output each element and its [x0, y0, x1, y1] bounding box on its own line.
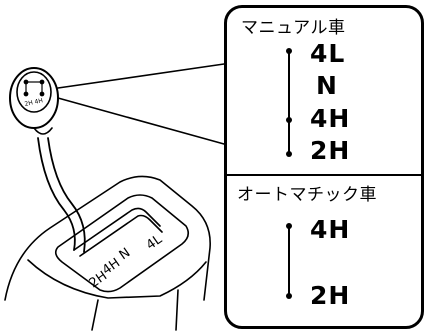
- shift-position-panel: マニュアル車 4L N 4H 2H オートマチック車 4H 2H: [224, 5, 424, 329]
- manual-position-4l: 4L: [310, 39, 346, 68]
- gear-pattern-icon: 2H 4H: [23, 79, 45, 108]
- automatic-rail-dot-top: [286, 223, 292, 229]
- section-divider: [227, 174, 421, 176]
- shift-gate-slot: [73, 207, 161, 251]
- manual-position-4h: 4H: [310, 104, 351, 133]
- svg-text:2H 4H: 2H 4H: [24, 97, 44, 108]
- automatic-position-4h: 4H: [310, 215, 351, 244]
- manual-position-rail: [288, 50, 290, 153]
- automatic-section-title: オートマチック車: [237, 185, 377, 205]
- lever-shaft: [37, 137, 76, 251]
- manual-position-n: N: [316, 71, 338, 100]
- manual-position-2h: 2H: [310, 136, 351, 165]
- leader-line-upper: [57, 63, 225, 89]
- manual-rail-dot-top: [286, 48, 292, 54]
- manual-rail-dot-bottom: [286, 151, 292, 157]
- automatic-rail-dot-bottom: [286, 293, 292, 299]
- automatic-position-rail: [288, 225, 290, 295]
- leader-line-lower: [57, 97, 225, 145]
- shift-gate-plate: [54, 194, 190, 293]
- manual-section-title: マニュアル車: [241, 18, 346, 38]
- automatic-position-2h: 2H: [310, 281, 351, 310]
- console-front-edge: [27, 259, 207, 299]
- manual-rail-dot-mid: [286, 117, 292, 123]
